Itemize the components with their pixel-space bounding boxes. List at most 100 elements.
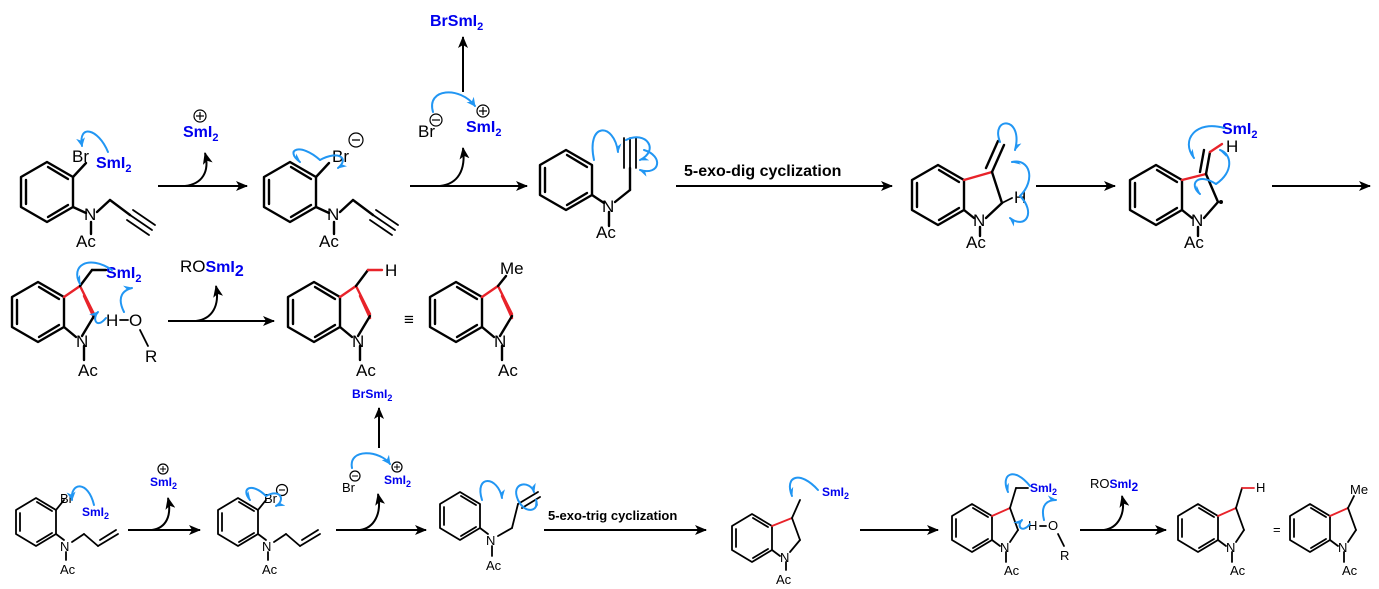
curly-arrow-set-4c <box>1009 195 1030 227</box>
equivalence-sign: ≡ <box>404 310 414 329</box>
smi2-reagent-6: SmI2 <box>1030 481 1057 497</box>
svg-text:N: N <box>1226 540 1235 555</box>
svg-text:N: N <box>494 332 506 351</box>
curly-arrow-set-4b <box>1011 160 1031 197</box>
curly-arrow-set-11a <box>479 480 505 501</box>
svg-text:R: R <box>145 347 157 366</box>
equals-sign: = <box>1273 522 1281 537</box>
brsmi2-byproduct-2: BrSmI2 <box>352 387 392 403</box>
svg-text:SmI2: SmI2 <box>96 155 131 175</box>
byproduct-arrow-7 <box>151 497 176 531</box>
svg-text:Ac: Ac <box>596 223 616 242</box>
curly-arrow-set-5a <box>1187 125 1225 159</box>
svg-text:Me: Me <box>1350 482 1368 497</box>
smi2-reagent-4: SmI2 <box>82 505 109 521</box>
smi2-reagent-2: SmI2 <box>1222 121 1257 141</box>
svg-text:Ac: Ac <box>1230 563 1246 578</box>
curly-arrow-set-6a <box>76 261 113 285</box>
exo-trig-cyclization-label: 5-exo-trig cyclization <box>548 508 677 523</box>
rosmi2-byproduct-2: ROSmI2 <box>1090 476 1139 494</box>
curly-arrow-set-3b <box>625 136 651 161</box>
svg-text:N: N <box>262 539 271 554</box>
curly-arrow-set-13c <box>1013 519 1031 530</box>
curly-arrow-set-13a <box>1004 473 1031 493</box>
svg-text:N: N <box>602 197 614 216</box>
molecule-12-indoline-radical: N Ac <box>731 499 801 587</box>
curly-arrow-set-4a <box>997 122 1022 151</box>
curly-arrow-bromide-2 <box>350 452 391 469</box>
svg-text:O: O <box>1048 518 1058 533</box>
svg-text:R: R <box>1060 548 1069 563</box>
svg-text:Ac: Ac <box>486 558 502 573</box>
bromide-and-smi2-cation-2: Br SmI2 <box>342 461 411 495</box>
smi2-label: SmI <box>96 155 125 172</box>
byproduct-arrow-8 <box>359 493 386 531</box>
svg-text:Ac: Ac <box>356 361 376 380</box>
molecule-1-bromoaniline-alkyne: Br N Ac <box>19 147 156 251</box>
reagent-smi2-1: SmI2 <box>96 155 131 175</box>
curly-arrow-set-6b <box>119 285 133 313</box>
svg-text:N: N <box>1338 540 1347 555</box>
curly-arrow-set-5b <box>1215 149 1231 185</box>
curly-arrow-set-12 <box>788 476 819 497</box>
svg-text:SmI2: SmI2 <box>384 473 411 489</box>
curly-arrow-set-11b <box>515 482 536 501</box>
svg-text:SmI2: SmI2 <box>150 475 177 491</box>
curly-arrow-set-10a <box>245 486 267 501</box>
product-3-methylindoline-me: N Ac Me <box>1289 482 1368 578</box>
svg-text:Ac: Ac <box>60 562 76 577</box>
molecule-6-organosamarium-indole: N Ac H O R <box>10 268 157 380</box>
svg-text:Ac: Ac <box>262 562 278 577</box>
svg-text:Me: Me <box>500 259 524 278</box>
molecule-3-aryl-radical: N Ac <box>538 137 637 242</box>
molecule-11-aryl-radical-alkene: N Ac <box>439 491 541 573</box>
byproduct-arrow-6 <box>195 285 224 322</box>
acetyl-label: Ac <box>76 232 96 251</box>
curly-arrow-set-3c <box>639 149 658 177</box>
smi2-reagent-5: SmI2 <box>822 485 849 501</box>
svg-text:H: H <box>1256 480 1265 495</box>
byproduct-arrow-1 <box>184 152 213 187</box>
curly-arrow-set-2b <box>319 154 348 169</box>
molecule-2-radical-anion: Br N Ac <box>262 132 399 251</box>
molecule-9-bromoaniline-alkene: Br N Ac <box>15 491 119 577</box>
product-3-methylindole-h: N Ac H <box>286 261 397 380</box>
svg-text:N: N <box>973 211 985 230</box>
svg-text:Ac: Ac <box>498 361 518 380</box>
smi2-cation-3: SmI2 <box>150 463 177 491</box>
svg-text:Br: Br <box>342 480 356 495</box>
smi2-cation-1: SmI2 <box>183 109 218 144</box>
svg-text:Ac: Ac <box>78 361 98 380</box>
svg-text:SmI2: SmI2 <box>466 119 501 139</box>
molecule-13-organosamarium-indoline: N Ac H O R <box>951 487 1069 578</box>
svg-text:N: N <box>352 332 364 351</box>
svg-text:N: N <box>780 550 789 565</box>
exo-dig-cyclization-label: 5-exo-dig cyclization <box>684 163 841 180</box>
svg-text:Ac: Ac <box>776 572 792 587</box>
svg-text:N: N <box>76 332 88 351</box>
svg-text:H: H <box>1226 137 1238 156</box>
svg-text:Ac: Ac <box>1184 233 1204 252</box>
curly-arrow-set-10b <box>265 492 286 507</box>
svg-text:N: N <box>327 205 339 224</box>
molecule-5-indoline-radical: N H Ac <box>1128 137 1238 252</box>
svg-text:Br: Br <box>418 122 435 141</box>
svg-text:H: H <box>106 311 118 330</box>
svg-text:Ac: Ac <box>966 233 986 252</box>
rosmi2-byproduct: ROSmI2 <box>180 257 244 280</box>
svg-text:Ac: Ac <box>319 232 339 251</box>
brsmi2-byproduct: BrSmI2 <box>430 13 483 33</box>
curly-arrow-set-6c <box>89 311 107 324</box>
curly-arrow-set-2a <box>292 148 321 163</box>
svg-text:H: H <box>1028 518 1037 533</box>
bromine-atom: Br <box>72 147 89 166</box>
svg-text:N: N <box>1191 211 1203 230</box>
svg-text:H: H <box>385 261 397 280</box>
svg-text:N: N <box>1000 540 1009 555</box>
curly-arrow-set-11c <box>517 499 538 511</box>
curly-arrow-set-3a <box>591 129 622 161</box>
svg-text:Ac: Ac <box>1342 563 1358 578</box>
byproduct-arrow-2 <box>439 147 470 187</box>
svg-text:N: N <box>60 539 69 554</box>
